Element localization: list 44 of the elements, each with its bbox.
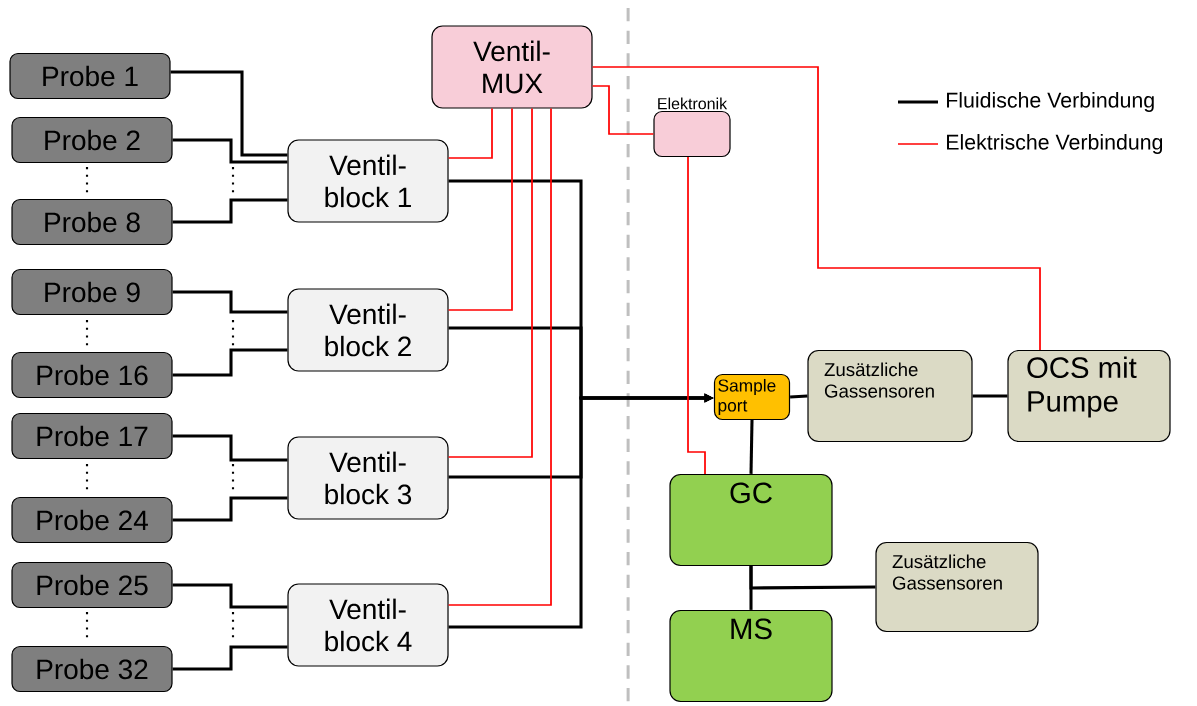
sample-box: Probe 1	[9, 52, 171, 100]
gc-box: GC	[669, 473, 833, 567]
valve-block-box: Ventil- block 2	[287, 288, 449, 372]
sample-box: Probe 17	[11, 412, 173, 460]
connector-line	[749, 566, 876, 590]
connector-line	[447, 107, 513, 311]
connector-line	[972, 394, 1008, 398]
connector-line	[447, 107, 552, 606]
connector-line	[172, 290, 288, 314]
connector-line	[172, 198, 288, 224]
sample-port-box: Sample port	[713, 373, 791, 421]
multiplexer-box: Ventil- MUX	[431, 25, 593, 109]
gas-sensor-box: Zusätzliche Gassensoren	[875, 541, 1039, 633]
legend-text: Elektrische Verbindung	[947, 134, 1163, 154]
node-label: Elektronik	[658, 97, 728, 110]
connector-line	[591, 85, 655, 135]
connector-line	[749, 420, 754, 474]
valve-block-box: Ventil- block 4	[287, 583, 449, 667]
gas-sensor-box: Zusätzliche Gassensoren	[807, 349, 973, 443]
sample-box: Probe 25	[11, 561, 173, 609]
connector-line	[790, 394, 808, 399]
connector-line	[172, 645, 288, 671]
connector-line	[172, 434, 288, 462]
sample-box: Probe 32	[11, 645, 173, 693]
analyzer-box: OCS mit Pumpe	[1007, 349, 1171, 443]
sample-box: Probe 16	[11, 351, 173, 399]
connector-line	[447, 107, 533, 458]
sample-box: Probe 2	[11, 116, 173, 164]
connector-line	[170, 70, 288, 157]
connector-line	[172, 496, 288, 522]
ms-box: MS	[669, 609, 833, 703]
connector-line	[172, 138, 288, 164]
sample-box: Probe 8	[11, 198, 173, 246]
valve-block-box: Ventil- block 1	[287, 139, 449, 223]
connector-line	[447, 107, 493, 159]
sample-box: Probe 9	[11, 268, 173, 316]
connector-line	[687, 156, 706, 475]
electronics-box: Elektronik	[653, 97, 731, 158]
valve-block-box: Ventil- block 3	[287, 436, 449, 520]
legend-text: Fluidische Verbindung	[947, 92, 1154, 112]
connector-line	[591, 66, 1041, 351]
sample-box: Probe 24	[11, 496, 173, 544]
connector-line	[172, 348, 288, 377]
connector-line	[172, 583, 288, 609]
